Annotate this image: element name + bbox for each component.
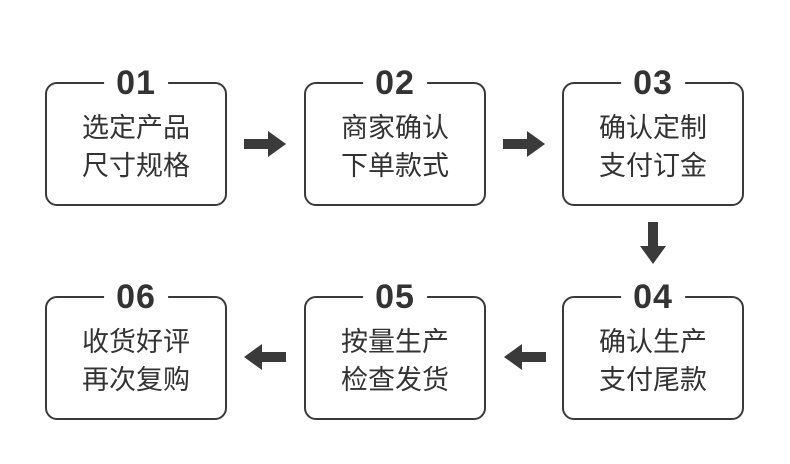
step-label-line2: 下单款式 [341, 151, 449, 182]
step-number: 06 [104, 278, 168, 316]
step-label-line1: 选定产品 [82, 113, 190, 144]
step-label-line2: 支付尾款 [599, 365, 707, 396]
step-number: 04 [621, 278, 685, 316]
step-01: 01 选定产品 尺寸规格 [45, 64, 227, 206]
step-label: 确认定制 支付订金 [564, 110, 742, 186]
step-label-line2: 再次复购 [82, 365, 190, 396]
step-label-line1: 确认定制 [599, 113, 707, 144]
arrow-left-icon [244, 344, 286, 370]
step-label: 收货好评 再次复购 [47, 324, 225, 400]
step-label-line1: 确认生产 [599, 327, 707, 358]
arrow-left-icon [504, 344, 546, 370]
step-label-line1: 商家确认 [341, 113, 449, 144]
arrow-down-icon [640, 222, 666, 264]
arrow-right-icon [244, 131, 286, 157]
step-05: 05 按量生产 检查发货 [304, 278, 486, 420]
step-number: 05 [363, 278, 427, 316]
step-label-line2: 检查发货 [341, 365, 449, 396]
step-label-line2: 支付订金 [599, 151, 707, 182]
step-label-line1: 按量生产 [341, 327, 449, 358]
step-number: 01 [104, 64, 168, 102]
step-label-line1: 收货好评 [82, 327, 190, 358]
step-02: 02 商家确认 下单款式 [304, 64, 486, 206]
step-06: 06 收货好评 再次复购 [45, 278, 227, 420]
step-label: 按量生产 检查发货 [306, 324, 484, 400]
step-label: 商家确认 下单款式 [306, 110, 484, 186]
step-label: 选定产品 尺寸规格 [47, 110, 225, 186]
step-number: 03 [621, 64, 685, 102]
arrow-right-icon [503, 131, 545, 157]
step-04: 04 确认生产 支付尾款 [562, 278, 744, 420]
step-number: 02 [363, 64, 427, 102]
step-label-line2: 尺寸规格 [82, 151, 190, 182]
step-label: 确认生产 支付尾款 [564, 324, 742, 400]
step-03: 03 确认定制 支付订金 [562, 64, 744, 206]
